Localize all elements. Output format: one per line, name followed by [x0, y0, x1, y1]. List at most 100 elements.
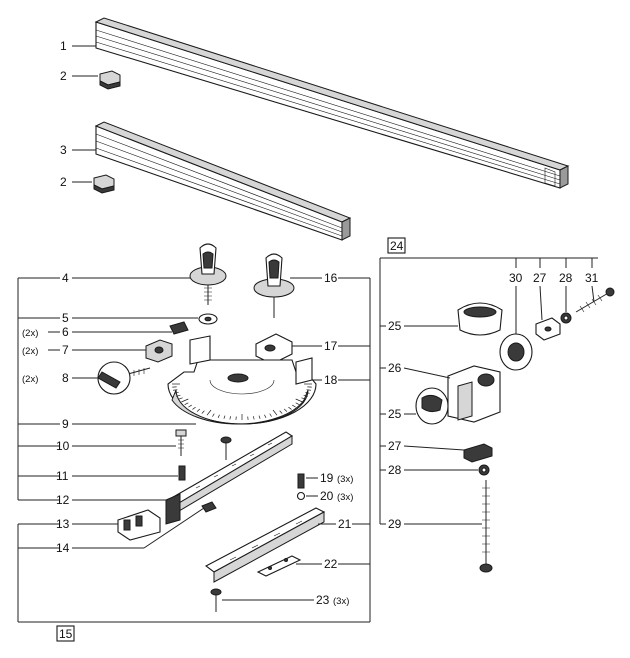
protractor-tick: [184, 402, 189, 405]
multiplier-8: (2x): [22, 374, 38, 385]
protractor-tick: [295, 398, 303, 403]
callout-18: 18: [324, 373, 338, 387]
protractor-tick: [174, 392, 179, 394]
spring-pin: [178, 465, 186, 481]
short-fence-rail: [94, 121, 352, 241]
pointer-knob: [253, 253, 295, 318]
callout-27: 27: [388, 439, 402, 453]
protractor-tick: [188, 404, 192, 408]
threaded-bolt: [575, 287, 615, 313]
callout-1: 1: [60, 39, 67, 53]
bar-stop: [201, 501, 217, 513]
callout-6: 6: [62, 325, 69, 339]
washer: [198, 313, 218, 325]
callout-17: 17: [324, 339, 338, 353]
set-screw: [169, 321, 189, 335]
slide-plate: [256, 555, 302, 577]
rail-screw: [210, 588, 222, 612]
protractor-tick: [295, 402, 300, 405]
leader-lines: [17, 45, 598, 623]
callout-12: 12: [56, 493, 70, 507]
callout-25: 25: [388, 407, 402, 421]
callout-10: 10: [56, 439, 70, 453]
callout-31: 31: [585, 271, 599, 285]
star-knob: [97, 361, 151, 395]
callout-14: 14: [56, 541, 70, 555]
protractor-tick: [292, 404, 296, 408]
protractor-tick: [223, 415, 226, 419]
protractor-tick: [269, 413, 272, 417]
star-washer-lower: [478, 464, 490, 476]
protractor-tick: [264, 414, 267, 418]
callout-19: 19: [320, 471, 334, 485]
long-fence-rail: [94, 17, 570, 189]
callout-16: 16: [324, 271, 338, 285]
callout-20: 20: [320, 489, 334, 503]
protractor-tick: [212, 413, 215, 417]
callout-28: 28: [388, 463, 402, 477]
slide-nut: [145, 339, 173, 363]
callout-28: 28: [559, 271, 573, 285]
callout-27: 27: [533, 271, 547, 285]
callout-30: 30: [509, 271, 523, 285]
protractor-tick: [283, 408, 288, 412]
protractor-tick: [192, 406, 196, 410]
protractor-tick: [306, 389, 311, 391]
protractor-tick: [176, 394, 181, 397]
clamp-knob: [457, 302, 503, 336]
protractor-tick: [272, 409, 278, 416]
callout-7: 7: [62, 343, 69, 357]
protractor-tick: [305, 392, 310, 394]
hold-down-knob: [499, 333, 533, 371]
protractor-tick: [288, 406, 292, 410]
callout-22: 22: [324, 557, 338, 571]
protractor-tick: [229, 416, 231, 420]
callout-26: 26: [388, 361, 402, 375]
clamp-knob-lower: [415, 387, 449, 425]
protractor-tick: [258, 415, 261, 419]
multiplier-19: (3x): [337, 474, 353, 485]
assembly-label-24: 24: [390, 239, 404, 253]
spacer-plate-lower: [463, 443, 493, 463]
callout-25: 25: [388, 319, 402, 333]
rail-end-cap: [99, 70, 121, 90]
multiplier-20: (3x): [337, 492, 353, 503]
protractor-tick: [301, 397, 306, 400]
slide-rail: [204, 507, 326, 583]
protractor-tick: [201, 410, 205, 414]
protractor-tick: [279, 410, 283, 414]
callout-11: 11: [56, 469, 69, 483]
guide-block: [117, 509, 161, 541]
assembly-label-15: 15: [59, 627, 73, 641]
miter-gauge-protractor: [167, 335, 317, 425]
protractor-tick: [303, 394, 308, 397]
ball: [296, 491, 306, 501]
callout-21: 21: [338, 517, 352, 531]
callout-3: 3: [60, 143, 67, 157]
callout-13: 13: [56, 517, 70, 531]
spring: [297, 473, 305, 489]
callout-8: 8: [62, 371, 69, 385]
callout-2: 2: [60, 69, 67, 83]
indicator-clamp: [255, 333, 293, 365]
rail-end-cap: [93, 174, 115, 194]
protractor-tick: [181, 398, 189, 403]
star-washer: [560, 312, 572, 324]
callout-9: 9: [62, 417, 69, 431]
callout-labels: 1 2 3 2 4 5 (2x) 6 (2x) 7 (2x) 8 9 10 11…: [22, 39, 599, 642]
protractor-tick: [217, 414, 220, 418]
clamp-housing: [447, 365, 501, 423]
miter-bar: [165, 431, 294, 525]
callout-29: 29: [388, 517, 402, 531]
multiplier-7: (2x): [22, 346, 38, 357]
screw: [220, 436, 232, 460]
callout-5: 5: [62, 311, 69, 325]
protractor-tick: [206, 409, 212, 416]
multiplier-23: (3x): [333, 596, 349, 607]
callout-2: 2: [60, 175, 67, 189]
protractor-tick: [196, 408, 201, 412]
callout-23: 23: [316, 593, 330, 607]
multiplier-6: (2x): [22, 328, 38, 339]
protractor-tick: [253, 416, 255, 420]
